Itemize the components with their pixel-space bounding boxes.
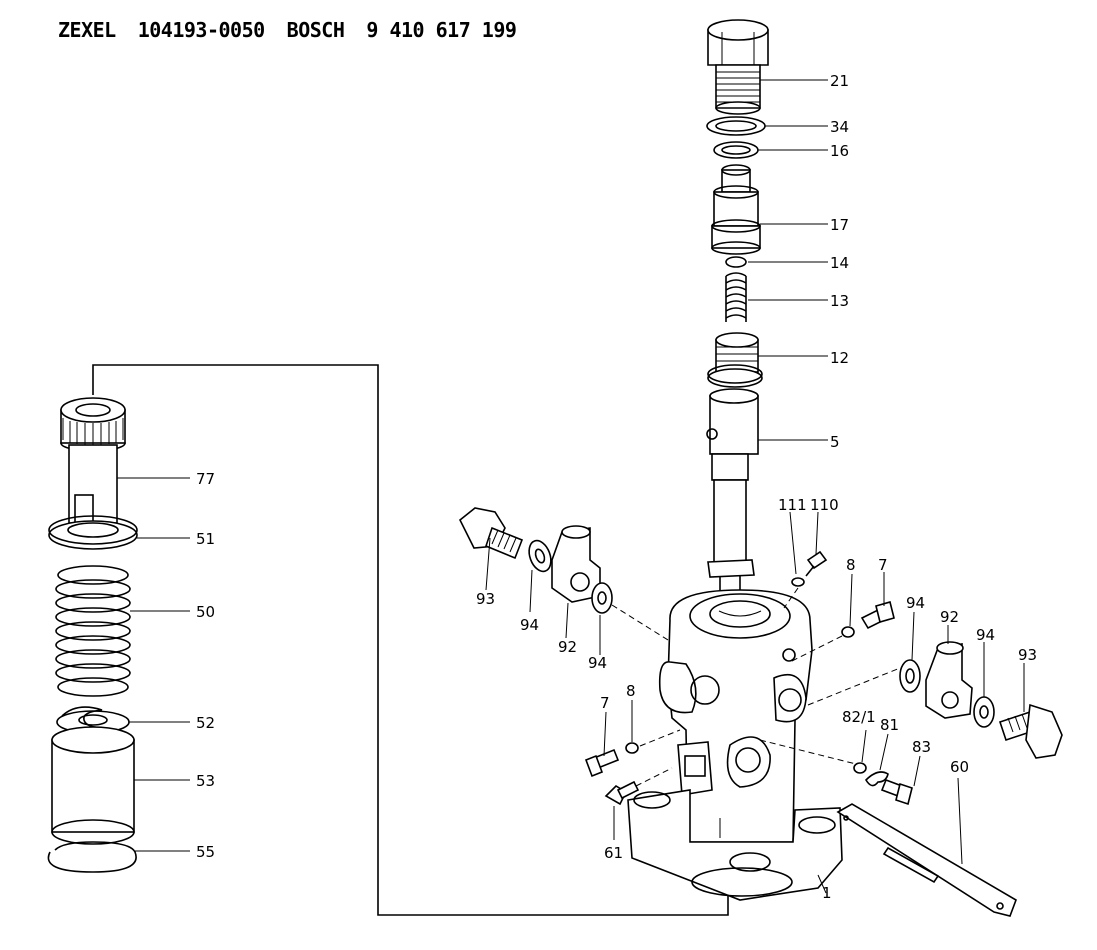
part-60-control-rod — [836, 803, 1017, 917]
label-110: 110 — [810, 496, 839, 514]
bosch-part-number: 9 410 617 199 — [366, 18, 517, 42]
part-94-washer-c — [899, 659, 921, 693]
part-82-1-washer — [853, 762, 867, 774]
part-94-washer-d — [973, 696, 995, 728]
part-110-screw — [805, 550, 828, 577]
part-14-valve-seat — [725, 256, 747, 268]
part-83-screw — [880, 778, 913, 806]
part-8-washer-right — [841, 626, 855, 638]
label-81: 81 — [880, 716, 899, 734]
label-17: 17 — [830, 216, 849, 234]
label-92-right: 92 — [940, 608, 959, 626]
label-52: 52 — [196, 714, 215, 732]
part-93-banjo-bolt-left — [458, 507, 524, 560]
label-14: 14 — [830, 254, 849, 272]
part-21-delivery-valve-holder — [707, 19, 769, 115]
label-93-left: 93 — [476, 590, 495, 608]
part-111-washer — [791, 577, 805, 587]
part-53-tappet — [51, 726, 135, 845]
brand-bosch: BOSCH — [286, 18, 345, 42]
part-7-screw-left — [584, 748, 620, 778]
label-16: 16 — [830, 142, 849, 160]
part-16-o-ring — [713, 141, 759, 159]
part-92-banjo-right — [925, 641, 973, 719]
label-55: 55 — [196, 843, 215, 861]
part-61-screw — [604, 780, 640, 806]
label-8-right: 8 — [846, 556, 856, 574]
label-50: 50 — [196, 603, 215, 621]
label-83: 83 — [912, 738, 931, 756]
pump-housing — [627, 589, 843, 901]
part-92-banjo-left — [551, 525, 601, 603]
part-81-clip — [864, 771, 889, 787]
assembly-connector-line — [92, 364, 729, 916]
part-93-banjo-bolt-right — [998, 703, 1063, 759]
label-8-left: 8 — [626, 682, 636, 700]
label-111: 111 — [778, 496, 807, 514]
part-50-plunger-spring — [55, 565, 131, 697]
label-61: 61 — [604, 844, 623, 862]
small-hardware — [584, 511, 1017, 917]
label-34: 34 — [830, 118, 849, 136]
part-55-circlip — [47, 841, 137, 873]
left-banjo-fitting — [458, 507, 669, 655]
label-7-right: 7 — [878, 556, 888, 574]
label-60: 60 — [950, 758, 969, 776]
label-94-a: 94 — [520, 616, 539, 634]
left-subassembly — [47, 364, 729, 916]
label-21: 21 — [830, 72, 849, 90]
part-94-washer-b — [591, 582, 613, 614]
label-94-b: 94 — [588, 654, 607, 672]
label-13: 13 — [830, 292, 849, 310]
part-17-volume-reducer — [711, 164, 761, 255]
label-82-1: 82/1 — [842, 708, 876, 726]
part-77-control-sleeve — [60, 397, 126, 524]
label-7-left: 7 — [600, 694, 610, 712]
part-13-valve-spring — [725, 272, 747, 322]
right-banjo-fitting — [807, 611, 1063, 759]
label-51: 51 — [196, 530, 215, 548]
part-34-gasket — [706, 116, 766, 136]
label-5: 5 — [830, 433, 840, 451]
part-94-washer-a — [528, 539, 552, 573]
label-77: 77 — [196, 470, 215, 488]
label-92-left: 92 — [558, 638, 577, 656]
label-53: 53 — [196, 772, 215, 790]
drawing-header: ZEXEL 104193-0050 BOSCH 9 410 617 199 — [58, 18, 538, 42]
part-7-screw-right — [860, 601, 895, 630]
part-51-spring-seat — [48, 515, 138, 550]
zexel-part-number: 104193-0050 — [137, 18, 265, 42]
part-12-delivery-valve — [707, 332, 763, 388]
brand-zexel: ZEXEL — [58, 18, 116, 42]
label-93-right: 93 — [1018, 646, 1037, 664]
label-94-d: 94 — [976, 626, 995, 644]
part-8-washer-left — [625, 742, 639, 754]
label-1: 1 — [822, 884, 832, 902]
label-12: 12 — [830, 349, 849, 367]
central-stack — [706, 19, 828, 603]
label-94-c: 94 — [906, 594, 925, 612]
part-labels: 21 34 16 17 14 13 12 5 111 110 8 7 94 92… — [196, 72, 1037, 902]
part-5-plunger-element — [706, 388, 759, 603]
